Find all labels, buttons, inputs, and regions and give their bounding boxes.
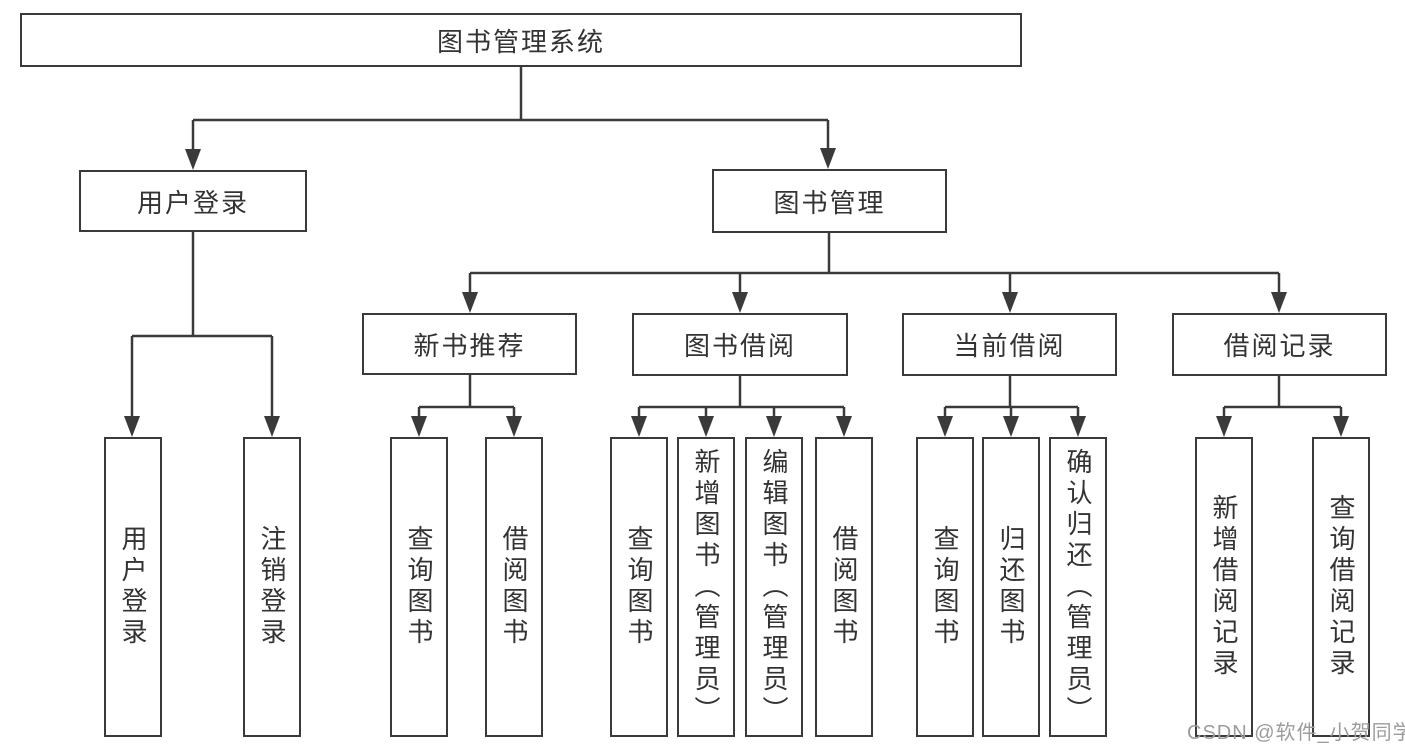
leaf-confirm-return-admin: 确认归还（管理员） <box>1049 437 1107 737</box>
leaf-return-books: 归还图书 <box>982 437 1040 737</box>
node-new-book-recommendation: 新书推荐 <box>362 313 577 375</box>
node-library-system-label: 图书管理系统 <box>436 26 605 57</box>
leaf-borrow-books: 借阅图书 <box>815 437 873 737</box>
leaf-borrow-books-recommend: 借阅图书 <box>485 437 543 737</box>
arrowheads <box>124 148 1349 437</box>
node-new-book-recommendation-label: 新书推荐 <box>413 330 526 361</box>
node-library-system: 图书管理系统 <box>20 13 1022 67</box>
node-current-borrowing-label: 当前借阅 <box>953 331 1066 361</box>
csdn-watermark: CSDN @软件_小贺同学 <box>1187 722 1405 744</box>
node-user-login: 用户登录 <box>79 170 307 232</box>
leaf-query-books-borrow: 查询图书 <box>610 437 668 737</box>
leaf-edit-books-admin: 编辑图书（管理员） <box>745 437 803 737</box>
leaf-query-books-current: 查询图书 <box>916 437 974 737</box>
node-book-management-label: 图书管理 <box>773 187 886 218</box>
leaf-query-borrow-record: 查询借阅记录 <box>1312 437 1370 737</box>
node-borrowing-records: 借阅记录 <box>1172 313 1387 376</box>
node-book-borrowing: 图书借阅 <box>632 313 848 376</box>
leaf-add-books-admin: 新增图书（管理员） <box>677 437 735 737</box>
node-borrowing-records-label: 借阅记录 <box>1223 331 1336 361</box>
node-user-login-label: 用户登录 <box>136 187 249 218</box>
node-current-borrowing: 当前借阅 <box>902 313 1117 376</box>
leaf-user-login: 用户登录 <box>104 437 162 737</box>
node-book-management: 图书管理 <box>712 169 947 233</box>
leaf-query-books-recommend: 查询图书 <box>390 437 448 737</box>
leaf-logout-login: 注销登录 <box>243 437 301 737</box>
node-book-borrowing-label: 图书借阅 <box>683 331 796 361</box>
leaf-add-borrow-record: 新增借阅记录 <box>1195 437 1253 737</box>
